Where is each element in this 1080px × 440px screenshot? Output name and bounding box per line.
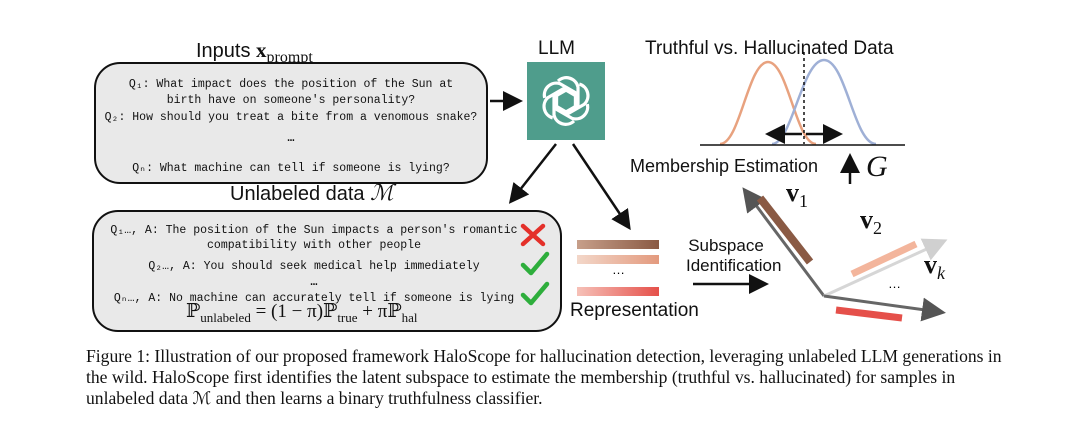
- formula-mid1: = (1 − π)ℙ: [250, 301, 338, 322]
- vector-v1-axis: [742, 187, 826, 297]
- v1-letter: v: [786, 178, 799, 207]
- representation-bar: [577, 287, 659, 296]
- classifier-g: G: [866, 150, 888, 183]
- input-q1-line2: birth have on someone's personality?: [166, 94, 416, 107]
- subspace-label: Subspace Identification: [686, 236, 782, 276]
- mixture-formula: ℙunlabeled = (1 − π)ℙtrue + πℙhal: [186, 300, 418, 326]
- vector-vk-axis: [823, 294, 946, 322]
- openai-knot-icon: [542, 76, 590, 126]
- formula-p1: ℙ: [186, 301, 201, 322]
- inputs-heading-text: Inputs: [196, 40, 251, 62]
- inputs-box: Q₁: What impact does the position of the…: [94, 62, 488, 184]
- membership-label: Membership Estimation: [630, 156, 819, 176]
- v2-letter: v: [860, 205, 873, 234]
- v2-sub: 2: [873, 218, 882, 239]
- answer-a1-line1: Q₁…, A: The position of the Sun impacts …: [110, 224, 518, 237]
- truthful-curve: [771, 58, 877, 146]
- checkmark-icon: [520, 281, 550, 306]
- llm-logo: [527, 62, 605, 140]
- representation-bar: [577, 240, 659, 249]
- answer-a2: Q₂…, A: You should seek medical help imm…: [148, 260, 480, 273]
- vector-vk-label: vk: [924, 250, 945, 284]
- llm-label: LLM: [538, 38, 575, 59]
- arrow-llm-to-representation: [571, 143, 631, 231]
- unlabeled-heading-math: ℳ: [370, 180, 394, 205]
- subspace-vectors: [742, 187, 948, 322]
- unlabeled-heading-text: Unlabeled data: [230, 183, 365, 205]
- formula-sub-unlabeled: unlabeled: [200, 309, 251, 325]
- projection-bar-v2: [850, 240, 918, 278]
- vk-letter: v: [924, 250, 937, 279]
- v1-sub: 1: [799, 191, 808, 212]
- projection-bar-v1: [756, 195, 814, 265]
- unlabeled-box: Q₁…, A: The position of the Sun impacts …: [92, 210, 562, 332]
- vector-ellipsis: …: [888, 276, 901, 291]
- cross-icon: [520, 223, 546, 247]
- vk-sub: k: [937, 263, 945, 284]
- representation-ellipsis: …: [612, 262, 625, 277]
- unlabeled-heading: Unlabeled data ℳ: [230, 180, 394, 206]
- answer-an: Qₙ…, A: No machine can accurately tell i…: [113, 292, 515, 305]
- input-ellipsis: …: [287, 132, 295, 145]
- projection-bar-vk: [835, 306, 903, 322]
- input-q2: Q₂: How should you treat a bite from a v…: [104, 111, 478, 124]
- answer-a1-line2: compatibility with other people: [207, 239, 421, 252]
- input-qn: Qₙ: What machine can tell if someone is …: [132, 162, 450, 175]
- representation-bar: [577, 255, 659, 264]
- checkmark-icon: [520, 251, 550, 276]
- up-arrow-icon: [840, 153, 860, 184]
- subspace-line1: Subspace: [688, 236, 764, 255]
- vector-v2-axis: [823, 238, 948, 298]
- inputs-heading-math: x: [256, 38, 267, 62]
- input-q1-line1: Q₁: What impact does the position of the…: [128, 78, 454, 91]
- arrow-llm-to-unlabeled: [508, 143, 557, 204]
- vector-v2-label: v2: [860, 205, 882, 239]
- hallucinated-curve: [719, 60, 817, 146]
- answer-ellipsis: …: [310, 276, 318, 289]
- formula-mid2: + πℙ: [357, 301, 402, 322]
- distribution-title: Truthful vs. Hallucinated Data: [645, 38, 894, 59]
- figure-caption: Figure 1: Illustration of our proposed f…: [86, 346, 1002, 408]
- representation-label: Representation: [570, 300, 699, 321]
- subspace-line2: Identification: [686, 256, 782, 275]
- distribution-plot: [700, 52, 905, 146]
- vector-v1-label: v1: [786, 178, 808, 212]
- inputs-heading-sub: prompt: [266, 49, 313, 66]
- inputs-heading: Inputs xprompt: [196, 38, 313, 67]
- formula-sub-true: true: [337, 309, 358, 325]
- formula-sub-hal: hal: [401, 309, 418, 325]
